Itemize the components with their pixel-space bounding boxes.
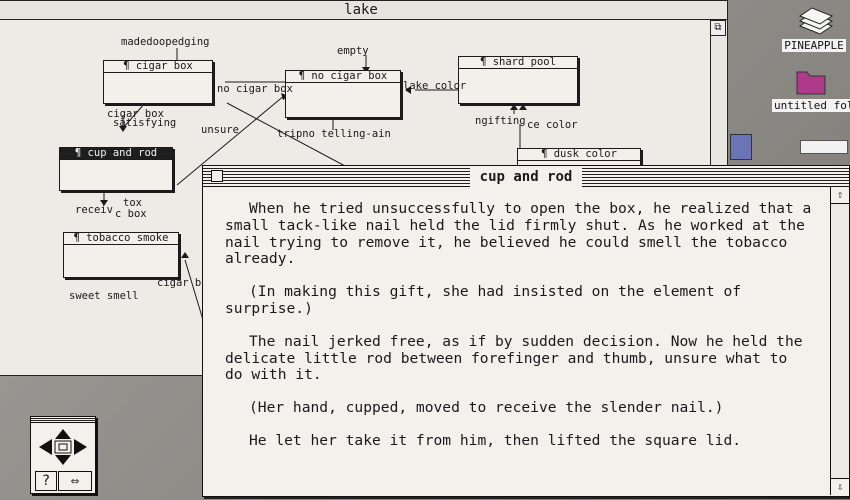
text-paragraph: (Her hand, cupped, moved to receive the … — [249, 399, 724, 417]
close-box-icon[interactable] — [211, 170, 223, 182]
desktop-icon-untitled-folder[interactable]: untitled fold — [772, 66, 850, 112]
desktop-icon-label: PINEAPPLE — [782, 39, 846, 52]
text-paragraph: (In making this gift, she had insisted o… — [225, 283, 742, 317]
nav-down-arrow-icon — [55, 455, 71, 465]
space-cigar-box[interactable]: ¶ cigar box — [103, 60, 213, 104]
partial-desktop-icon[interactable] — [730, 134, 752, 160]
scroll-up-arrow-icon[interactable]: ⇧ — [831, 187, 849, 204]
link-arrowhead — [510, 104, 518, 110]
link-label[interactable]: ce color — [527, 119, 578, 131]
link-arrowhead — [405, 86, 411, 94]
space-cup-and-rod[interactable]: ¶ cup and rod — [59, 147, 173, 191]
nav-left-arrow-icon — [39, 439, 52, 455]
nav-up-arrow-icon — [55, 429, 71, 439]
link-line — [184, 259, 204, 321]
link-line — [122, 102, 146, 129]
desktop-icon-label: untitled fold — [772, 99, 850, 112]
text-window: cup and rod When he tried unsuccessfully… — [202, 165, 850, 497]
link-label[interactable]: madedoopedging — [121, 36, 210, 48]
link-label[interactable]: tripno telling-ain — [277, 128, 391, 140]
space-no-cigar-box[interactable]: ¶ no cigar box — [285, 70, 401, 118]
space-title: ¶ dusk color — [518, 149, 640, 161]
link-arrowhead — [519, 104, 527, 110]
link-label[interactable]: tox — [123, 197, 142, 209]
link-arrowhead — [181, 252, 189, 258]
space-title: ¶ tobacco smoke — [64, 233, 178, 245]
map-window-titlebar[interactable]: lake — [0, 1, 727, 20]
space-shard-pool[interactable]: ¶ shard pool — [458, 56, 578, 104]
swap-button[interactable]: ⇔ — [58, 471, 92, 491]
text-window-title: cup and rod — [469, 167, 583, 187]
link-label[interactable]: ngifting — [475, 115, 526, 127]
map-canvas[interactable]: ¶ cigar box ¶ no cigar box ¶ shard pool … — [0, 20, 707, 374]
link-arrowhead — [100, 200, 108, 206]
link-label[interactable]: receiv — [75, 204, 113, 216]
text-paragraph: The nail jerked free, as if by sudden de… — [225, 332, 803, 384]
link-label[interactable]: cigar b — [157, 277, 202, 289]
link-arrowhead — [119, 126, 127, 132]
navigation-arrows — [39, 429, 87, 465]
space-title: ¶ shard pool — [459, 57, 577, 69]
navigator-palette: ? ⇔ — [30, 416, 96, 494]
link-line — [176, 94, 286, 186]
desktop-icon-pineapple[interactable]: PINEAPPLE — [778, 4, 850, 52]
partial-desktop-icon[interactable] — [800, 140, 848, 154]
space-title: ¶ cigar box — [104, 61, 212, 73]
link-label[interactable]: unsure — [201, 124, 239, 136]
text-paragraph: He let her take it from him, then lifted… — [249, 431, 742, 449]
link-label[interactable]: lake color — [403, 80, 467, 92]
link-lines — [100, 48, 527, 321]
disk-icon — [798, 7, 834, 35]
text-vertical-scrollbar[interactable]: ⇧ ⇩ — [830, 187, 849, 495]
text-window-titlebar[interactable]: cup and rod — [203, 166, 849, 187]
link-label[interactable]: c box — [115, 208, 147, 220]
space-title: ¶ no cigar box — [286, 71, 400, 83]
link-label[interactable]: cigar box — [107, 108, 164, 120]
help-button[interactable]: ? — [35, 471, 57, 491]
link-label[interactable]: empty — [337, 45, 369, 57]
map-window-title: lake — [336, 2, 386, 18]
text-paragraph: When he tried unsuccessfully to open the… — [225, 200, 812, 268]
zoom-box-icon[interactable]: ⧉ — [710, 20, 726, 36]
space-title: ¶ cup and rod — [60, 148, 172, 160]
link-label[interactable]: no cigar box — [217, 83, 293, 95]
space-tobacco-smoke[interactable]: ¶ tobacco smoke — [63, 232, 179, 278]
palette-drag-bar[interactable] — [31, 417, 95, 423]
scroll-down-arrow-icon[interactable]: ⇩ — [831, 478, 849, 495]
nav-right-arrow-icon — [74, 439, 87, 455]
link-label[interactable]: satisfying — [113, 117, 177, 129]
folder-icon — [796, 71, 826, 95]
link-label[interactable]: sweet smell — [69, 290, 139, 302]
text-body[interactable]: When he tried unsuccessfully to open the… — [203, 187, 829, 495]
